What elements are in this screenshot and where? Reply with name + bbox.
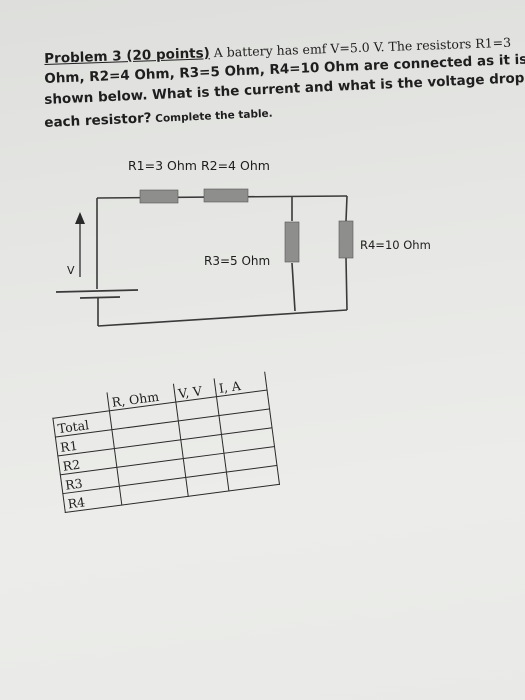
resistor-r4 <box>338 220 354 259</box>
resistor-r1 <box>139 189 179 204</box>
wire-bottom <box>97 309 348 327</box>
wire-r3-branch-low <box>291 262 296 312</box>
wire-r4-branch <box>345 195 348 222</box>
wire-r4-branch-low <box>345 257 348 311</box>
label-r3: R3=5 Ohm <box>204 254 271 268</box>
emf-arrow-head <box>75 212 85 224</box>
battery-short-plate <box>79 296 121 299</box>
resistor-r3 <box>284 221 300 263</box>
resistor-r2 <box>203 188 249 203</box>
label-v: V <box>67 264 75 277</box>
label-r4: R4=10 Ohm <box>360 238 431 252</box>
label-r1-r2: R1=3 Ohm R2=4 Ohm <box>128 158 270 173</box>
battery-long-plate <box>55 289 139 293</box>
